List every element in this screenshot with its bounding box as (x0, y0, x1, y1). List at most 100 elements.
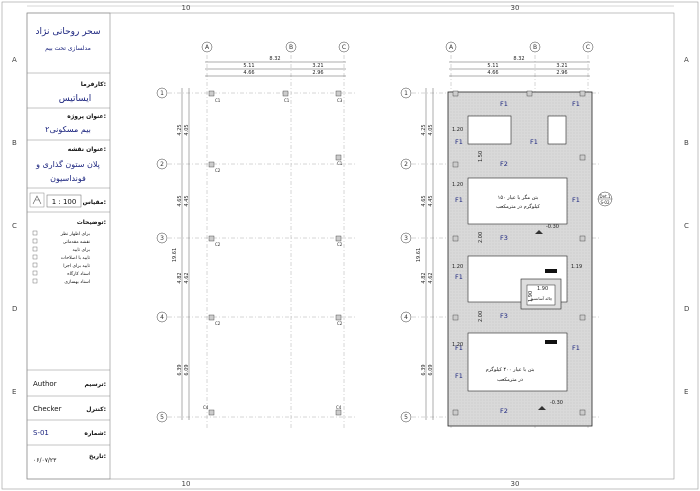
side-letter: D (684, 305, 689, 313)
column-label: C2 (337, 242, 343, 247)
note-item: نقشه مقدماتی (63, 240, 90, 245)
dim-left: 4.25 (421, 124, 427, 135)
checked-by: Checker (33, 405, 62, 413)
dim-total: 8.32 (269, 56, 280, 62)
scale-value: 1 : 100 (52, 198, 77, 206)
side-letter: C (12, 222, 17, 230)
footing-label: F1 (455, 344, 463, 352)
dim-left: 4.62 (184, 272, 190, 283)
grid-bubble-row: 5 (404, 414, 408, 421)
side-letter: B (684, 139, 689, 147)
dim-left: 4.45 (428, 195, 434, 206)
foundation-dim: 1.20 (452, 127, 463, 133)
grid-bubble-row: 1 (404, 90, 408, 97)
footing-label: F1 (530, 138, 538, 146)
designer-name: سحر روحانی نژاد (35, 27, 100, 37)
dim-left-total: 19.61 (416, 248, 422, 262)
dim-bc: 3.21 (312, 63, 323, 69)
elevator-dim: 1.90 (537, 286, 548, 292)
footing-label: F1 (572, 196, 580, 204)
level-marker: -0.30 (546, 224, 559, 230)
dim-left: 4.82 (177, 272, 183, 283)
sheet-number-label: شماره: (84, 430, 106, 437)
dim-left: 6.09 (428, 364, 434, 375)
footing-label: F1 (455, 196, 463, 204)
dim-left: 6.09 (184, 364, 190, 375)
designer-degree: مدلسازی تحت بیم (45, 45, 91, 52)
date-value: ۰۶/۰۷/۲۳ (33, 457, 57, 464)
notes-label: توضیحات: (77, 219, 106, 226)
column-label: C4 (336, 405, 342, 410)
column-label: C1 (215, 98, 221, 103)
column-label: C2 (215, 321, 221, 326)
grid-bubble-row: 4 (160, 314, 164, 321)
column-label: C2 (215, 168, 221, 173)
dim-bc-inner: 2.96 (312, 70, 323, 76)
concrete-note: کیلوگرم در مترمکعب (496, 203, 541, 210)
title-block (26, 12, 111, 480)
footing-label: F1 (500, 100, 508, 108)
sheet-number: S-01 (33, 429, 49, 437)
foundation-dim: 1.50 (478, 151, 484, 162)
concrete-note: بتن با عیار ۴۰۰ کیلوگرم (486, 366, 535, 373)
grid-bubble-row: 2 (160, 161, 164, 168)
level-marker: -0.30 (550, 400, 563, 406)
foundation-dim: 2.00 (478, 311, 484, 322)
elevator-dim: 1.90 (528, 291, 534, 302)
footing-label: F1 (455, 372, 463, 380)
date-label: تاریخ: (89, 453, 106, 460)
dim-ab-inner: 4.66 (243, 70, 254, 76)
sheet-title-line1: پلان ستون گذاری و (35, 159, 100, 169)
note-item: اسناد بهسازی (64, 280, 90, 285)
grid-bubble-row: 5 (160, 414, 164, 421)
grid-bubble-row: 1 (160, 90, 164, 97)
column-label: C3 (337, 98, 343, 103)
grid-bubble-col: B (533, 44, 537, 51)
dim-bc: 3.21 (556, 63, 567, 69)
grid-bubble-col: A (449, 44, 454, 51)
concrete-note: در مترمکعب (497, 377, 523, 383)
side-letter: C (684, 222, 689, 230)
sheet-title-line2: فونداسیون (50, 174, 86, 183)
note-item: برای اظهار نظر (60, 232, 90, 237)
side-letter: A (684, 56, 689, 64)
dim-left: 4.65 (421, 195, 427, 206)
top-ruler-number: 10 (182, 4, 191, 12)
footing-label: F2 (500, 160, 508, 168)
column-plan (156, 41, 355, 430)
grid-bubble-col: A (205, 44, 210, 51)
note-item: اسناد کارگاه (67, 270, 90, 277)
side-letter: E (12, 388, 16, 396)
scale-label: مقیاس: (83, 199, 106, 206)
elevator-label: چاله آسانسور (529, 296, 553, 301)
project-label: عنوان پروژه: (67, 113, 106, 120)
dim-left: 6.39 (177, 364, 183, 375)
column-label: C4 (203, 405, 209, 410)
footing-label: F1 (572, 100, 580, 108)
bottom-ruler-number: 30 (511, 480, 520, 488)
footing-label: F1 (455, 273, 463, 281)
note-item: تایید برای اجرا (63, 264, 90, 269)
logo-icon (29, 192, 45, 208)
dim-left: 4.05 (184, 124, 190, 135)
side-letter: A (12, 56, 17, 64)
detail-tag: Det.1 (600, 194, 611, 199)
column-label: C1 (337, 161, 343, 166)
grid-bubble-row: 4 (404, 314, 408, 321)
foundation-plan (400, 41, 613, 430)
employer-label: کارفرما: (81, 81, 106, 88)
grid-bubble-col: B (289, 44, 293, 51)
grid-bubble-col: C (342, 44, 346, 51)
dim-left: 6.39 (421, 364, 427, 375)
top-ruler-number: 30 (511, 4, 520, 12)
dim-left: 4.05 (428, 124, 434, 135)
dim-ab-inner: 4.66 (487, 70, 498, 76)
grid-bubble-row: 2 (404, 161, 408, 168)
employer-value: ایساتیس (59, 94, 91, 104)
footing-label: F3 (500, 234, 508, 242)
dim-left: 4.62 (428, 272, 434, 283)
detail-sheet: S-02 (600, 200, 610, 205)
column-label: C2 (215, 242, 221, 247)
